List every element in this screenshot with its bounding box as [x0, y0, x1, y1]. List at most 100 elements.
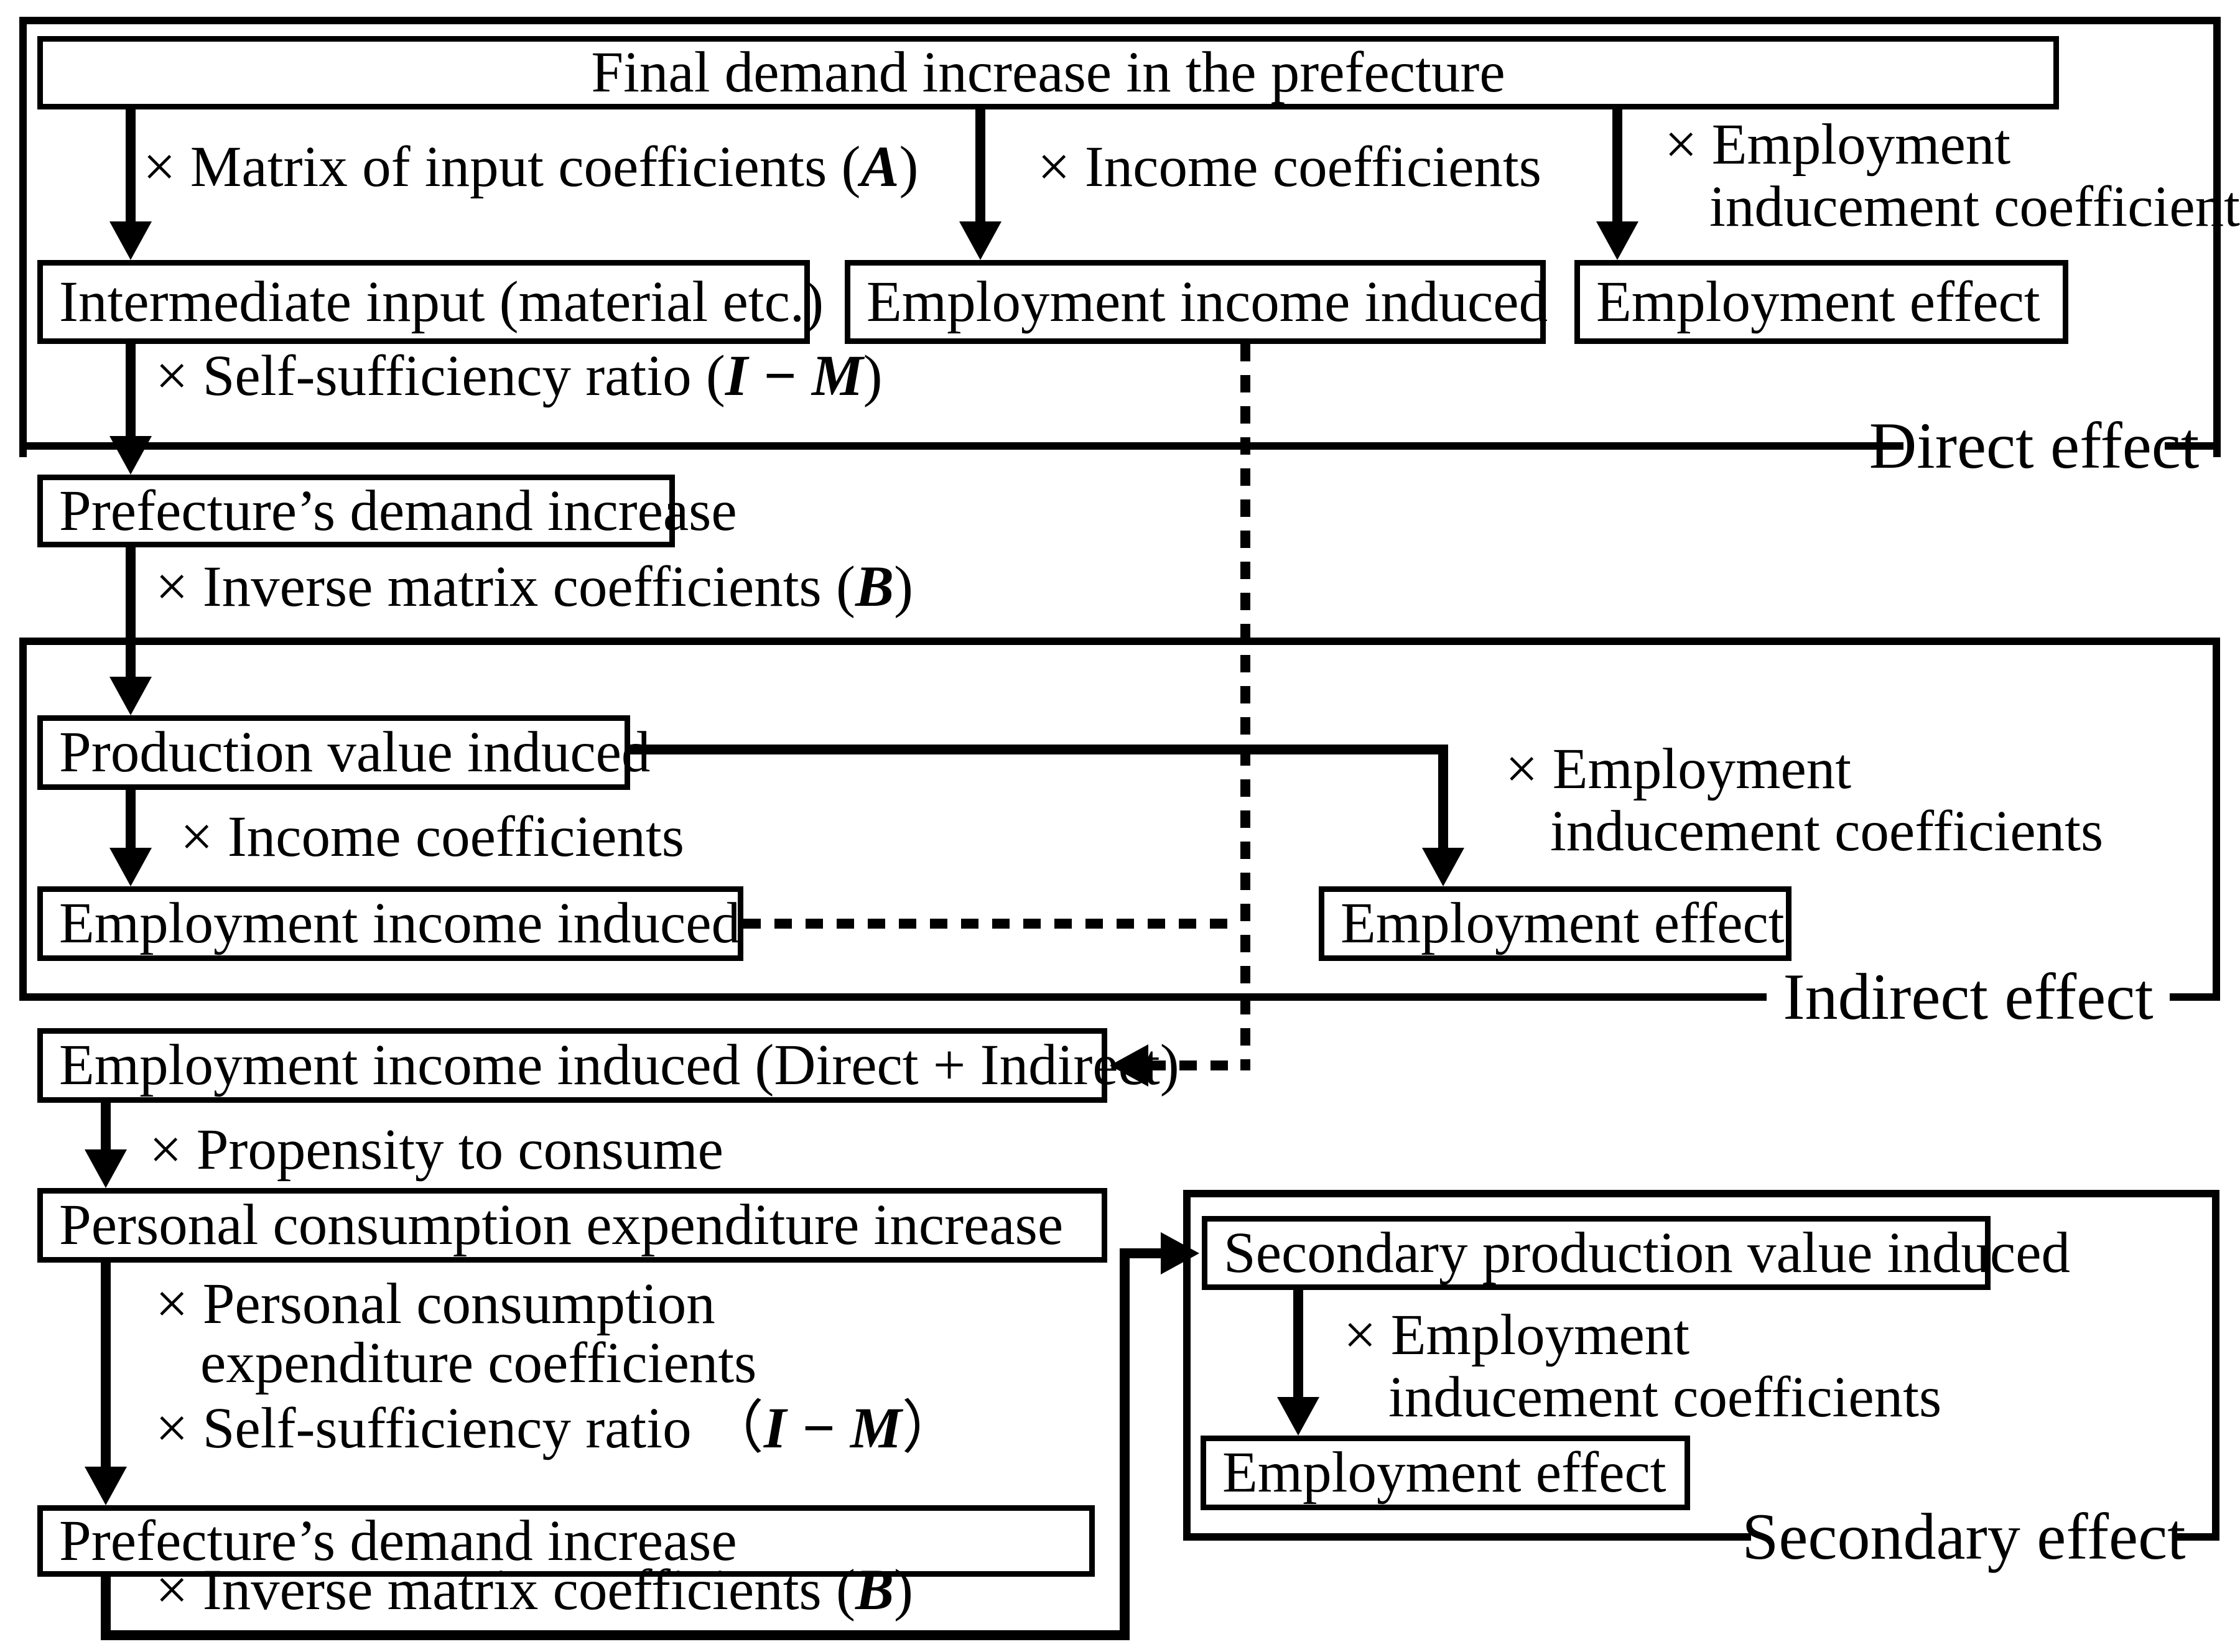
arrowhead-personal-to-prefecture-demand-2	[85, 1467, 127, 1505]
arrow-production-elbow-vertical	[1438, 745, 1448, 848]
box-prefecture-demand-1: Prefecture’s demand increase	[37, 475, 737, 547]
box-employment-income-total-text: Employment income induced (Direct + Indi…	[59, 1033, 1179, 1098]
label-employment-indirect-line2: inducement coefficients	[1550, 799, 2104, 863]
label-inverse-2-var: B	[855, 1558, 894, 1622]
arrowhead-final-to-intermediate	[109, 221, 152, 260]
indirect-rect-bottom-border-right	[2170, 993, 2220, 1001]
arrow-intermediate-to-prefecture-demand	[126, 344, 136, 437]
label-inverse-2-pre: × Inverse matrix coefficients (	[156, 1558, 855, 1622]
indirect-rect-left-border	[19, 638, 27, 1001]
label-matrix-of-input-coefficients: × Matrix of input coefficients (A)	[143, 138, 919, 196]
secondary-rect-left-border	[1183, 1190, 1191, 1541]
loop-line-up	[1120, 1248, 1130, 1640]
loop-line-bottom	[101, 1630, 1130, 1640]
label-employment-direct-line2: inducement coefficients	[1709, 175, 2240, 239]
box-final-demand-text: Final demand increase in the prefecture	[591, 40, 1505, 105]
label-inverse-matrix-coefficients-2: × Inverse matrix coefficients (B)	[156, 1561, 913, 1619]
indirect-effect-label: Indirect effect	[1783, 960, 2154, 1033]
direct-effect-label: Direct effect	[1869, 409, 2200, 482]
arrow-secondary-to-employment-effect	[1293, 1290, 1303, 1398]
secondary-rect-right-border	[2212, 1190, 2219, 1541]
secondary-rect-bottom-border-right	[2177, 1533, 2219, 1541]
label-inverse-2-post: )	[893, 1558, 913, 1622]
box-employment-effect-secondary: Employment effect	[1201, 1436, 1690, 1510]
box-employment-income-indirect: Employment income induced	[37, 886, 743, 961]
secondary-effect-label: Secondary effect	[1742, 1500, 2186, 1573]
arrowhead-prefecture-demand-to-production	[109, 677, 152, 715]
box-employment-effect-secondary-text: Employment effect	[1222, 1441, 1666, 1505]
secondary-rect-top-border	[1183, 1190, 2219, 1197]
label-matrix-post: )	[899, 135, 919, 199]
box-personal-consumption: Personal consumption expenditure increas…	[37, 1188, 1107, 1263]
dotted-line-from-indirect-income	[743, 919, 1240, 929]
arrowhead-final-to-employment-income	[959, 221, 1001, 260]
label-inverse-1-var: B	[855, 555, 894, 619]
box-employment-effect-indirect: Employment effect	[1319, 886, 1792, 961]
arrowhead-into-secondary-production	[1161, 1232, 1199, 1274]
box-intermediate-input-text: Intermediate input (material etc.)	[59, 269, 824, 334]
arrowhead-secondary-to-employment-effect	[1277, 1397, 1319, 1436]
arrow-production-to-employment-income	[126, 790, 136, 849]
dotted-arrowhead-into-total	[1110, 1044, 1148, 1087]
box-employment-effect-direct: Employment effect	[1574, 260, 2068, 344]
arrow-personal-to-prefecture-demand-2	[101, 1263, 111, 1468]
label-inverse-1-pre: × Inverse matrix coefficients (	[156, 555, 855, 619]
box-secondary-production-text: Secondary production value induced	[1224, 1220, 2070, 1285]
box-production-value: Production value induced	[37, 715, 650, 790]
label-self-sufficiency-2-post: ）	[901, 1396, 960, 1460]
loop-line-down	[101, 1577, 111, 1640]
label-self-sufficiency-ratio-1: × Self-sufficiency ratio (I − M)	[156, 347, 883, 405]
box-final-demand: Final demand increase in the prefecture	[37, 36, 2059, 109]
box-employment-effect-direct-text: Employment effect	[1596, 269, 2040, 334]
label-self-sufficiency-1-pre: × Self-sufficiency ratio (	[156, 344, 725, 408]
box-employment-income-indirect-text: Employment income induced	[59, 891, 741, 956]
indirect-rect-top-border	[19, 638, 2220, 645]
box-employment-income-direct-text: Employment income induced	[867, 269, 1548, 334]
arrowhead-intermediate-to-prefecture-demand	[109, 436, 152, 475]
label-self-sufficiency-2-pre: × Self-sufficiency ratio （	[156, 1396, 764, 1460]
arrow-final-to-employment-effect	[1612, 109, 1622, 223]
dotted-line-into-total	[1148, 1060, 1240, 1070]
dotted-line-vertical	[1240, 344, 1250, 1070]
label-inverse-1-post: )	[893, 555, 913, 619]
label-income-coefficients-indirect: × Income coefficients	[180, 805, 684, 869]
label-employment-direct-line1: × Employment	[1665, 113, 2011, 177]
box-production-value-text: Production value induced	[59, 720, 651, 785]
label-personal-consumption-line1: × Personal consumption	[156, 1272, 715, 1336]
box-prefecture-demand-1-text: Prefecture’s demand increase	[59, 478, 737, 543]
direct-rect-top-border	[19, 17, 2221, 24]
direct-rect-right-border	[2213, 17, 2221, 457]
box-employment-effect-indirect-text: Employment effect	[1341, 891, 1785, 956]
direct-rect-left-border	[19, 17, 27, 457]
label-employment-secondary-line1: × Employment	[1344, 1303, 1690, 1367]
arrow-production-elbow-horizontal	[630, 745, 1448, 754]
box-prefecture-demand-2-text: Prefecture’s demand increase	[59, 1508, 737, 1573]
arrowhead-production-to-employment-income	[109, 848, 152, 886]
box-intermediate-input: Intermediate input (material etc.)	[37, 260, 824, 344]
box-secondary-production: Secondary production value induced	[1202, 1216, 2070, 1290]
loop-line-into-secondary	[1130, 1248, 1167, 1258]
label-self-sufficiency-1-var: I − M	[725, 344, 863, 408]
box-prefecture-demand-2: Prefecture’s demand increase	[37, 1505, 1095, 1577]
direct-rect-bottom-border-right	[2165, 442, 2221, 450]
box-employment-income-direct: Employment income induced	[845, 260, 1548, 344]
arrowhead-final-to-employment-effect	[1596, 221, 1638, 260]
indirect-rect-bottom-border-left	[19, 993, 1767, 1001]
indirect-rect-right-border	[2213, 638, 2220, 1001]
label-employment-secondary-line2: inducement coefficients	[1388, 1365, 1942, 1429]
arrow-final-to-intermediate	[126, 109, 136, 223]
direct-rect-bottom-border-left	[19, 442, 1903, 450]
arrowhead-production-to-employment-effect	[1422, 848, 1464, 886]
box-personal-consumption-text: Personal consumption expenditure increas…	[59, 1193, 1064, 1258]
label-income-coefficients-direct: × Income coefficients	[1038, 135, 1541, 199]
label-self-sufficiency-2-var: I − M	[763, 1396, 902, 1460]
label-propensity-to-consume: × Propensity to consume	[149, 1118, 723, 1182]
label-matrix-var: A	[860, 135, 899, 199]
label-inverse-matrix-coefficients-1: × Inverse matrix coefficients (B)	[156, 558, 913, 616]
label-employment-indirect-line1: × Employment	[1505, 737, 1852, 801]
arrow-total-to-personal-consumption	[101, 1103, 111, 1151]
label-personal-consumption-line2: expenditure coefficients	[200, 1331, 757, 1395]
box-employment-income-total: Employment income induced (Direct + Indi…	[37, 1028, 1179, 1103]
label-self-sufficiency-ratio-2: × Self-sufficiency ratio （I − M）	[156, 1399, 960, 1457]
